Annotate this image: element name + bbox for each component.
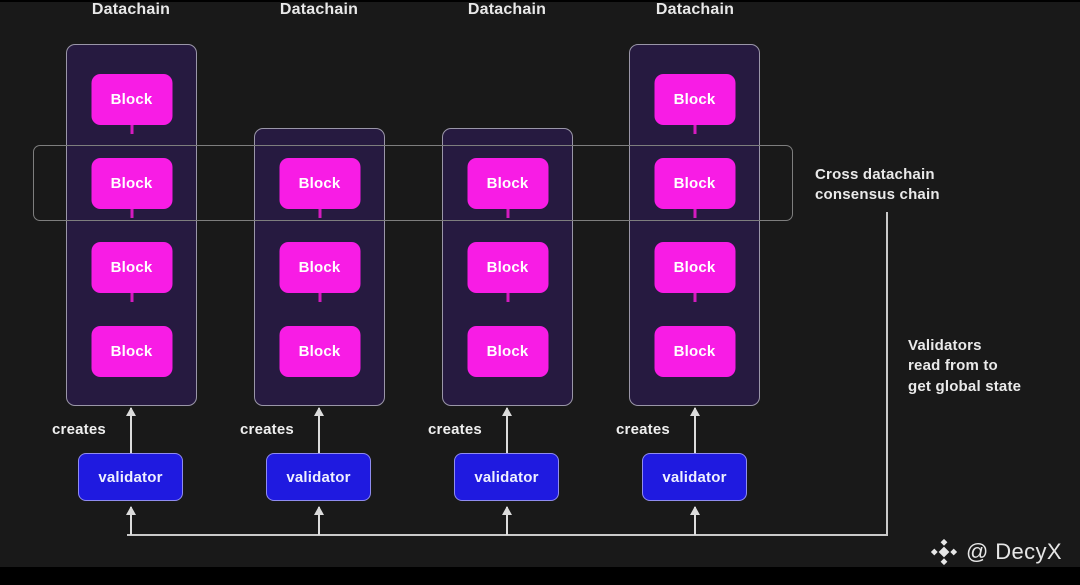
block: Block [467, 326, 548, 377]
block: Block [91, 74, 172, 125]
creates-arrow-2 [314, 407, 324, 453]
read-state-arrow-1 [126, 506, 136, 535]
creates-arrow-1 [126, 407, 136, 453]
creates-label-2: creates [240, 421, 294, 438]
creates-label-3: creates [428, 421, 482, 438]
block: Block [91, 158, 172, 209]
creates-label-1: creates [52, 421, 106, 438]
creates-label-4: creates [616, 421, 670, 438]
watermark: @ DecyX [930, 539, 1062, 565]
datachain-title-3: Datachain [467, 1, 547, 18]
block: Block [654, 242, 735, 293]
block: Block [91, 326, 172, 377]
block: Block [467, 158, 548, 209]
watermark-text: @ DecyX [965, 539, 1062, 564]
validator-box-4[interactable]: validator [642, 453, 747, 501]
datachain-title-1: Datachain [91, 1, 171, 18]
datachain-column-2: Block Block Block [254, 128, 385, 406]
bottom-edge-strip [0, 567, 1080, 585]
consensus-to-bus-vertical-line [886, 212, 888, 536]
creates-arrow-4 [690, 407, 700, 453]
creates-arrow-3 [502, 407, 512, 453]
validator-bus-horizontal-line [127, 534, 888, 536]
validator-box-2[interactable]: validator [266, 453, 371, 501]
read-state-arrow-2 [314, 506, 324, 535]
block: Block [279, 242, 360, 293]
datachain-title-2: Datachain [279, 1, 359, 18]
block: Block [467, 242, 548, 293]
validator-box-3[interactable]: validator [454, 453, 559, 501]
block: Block [654, 326, 735, 377]
validators-read-label: Validators read from to get global state [908, 337, 1022, 395]
block: Block [654, 74, 735, 125]
block: Block [279, 158, 360, 209]
block: Block [279, 326, 360, 377]
binance-diamond-icon [930, 539, 957, 565]
datachain-column-3: Block Block Block [442, 128, 573, 406]
block: Block [654, 158, 735, 209]
read-state-arrow-4 [690, 506, 700, 535]
validator-box-1[interactable]: validator [78, 453, 183, 501]
datachain-column-1: Block Block Block Block [66, 44, 197, 406]
top-edge-strip [0, 0, 1080, 2]
cross-datachain-consensus-label: Cross datachain consensus chain [815, 166, 940, 204]
read-state-arrow-3 [502, 506, 512, 535]
datachain-column-4: Block Block Block Block [629, 44, 760, 406]
datachain-title-4: Datachain [655, 1, 735, 18]
block: Block [91, 242, 172, 293]
